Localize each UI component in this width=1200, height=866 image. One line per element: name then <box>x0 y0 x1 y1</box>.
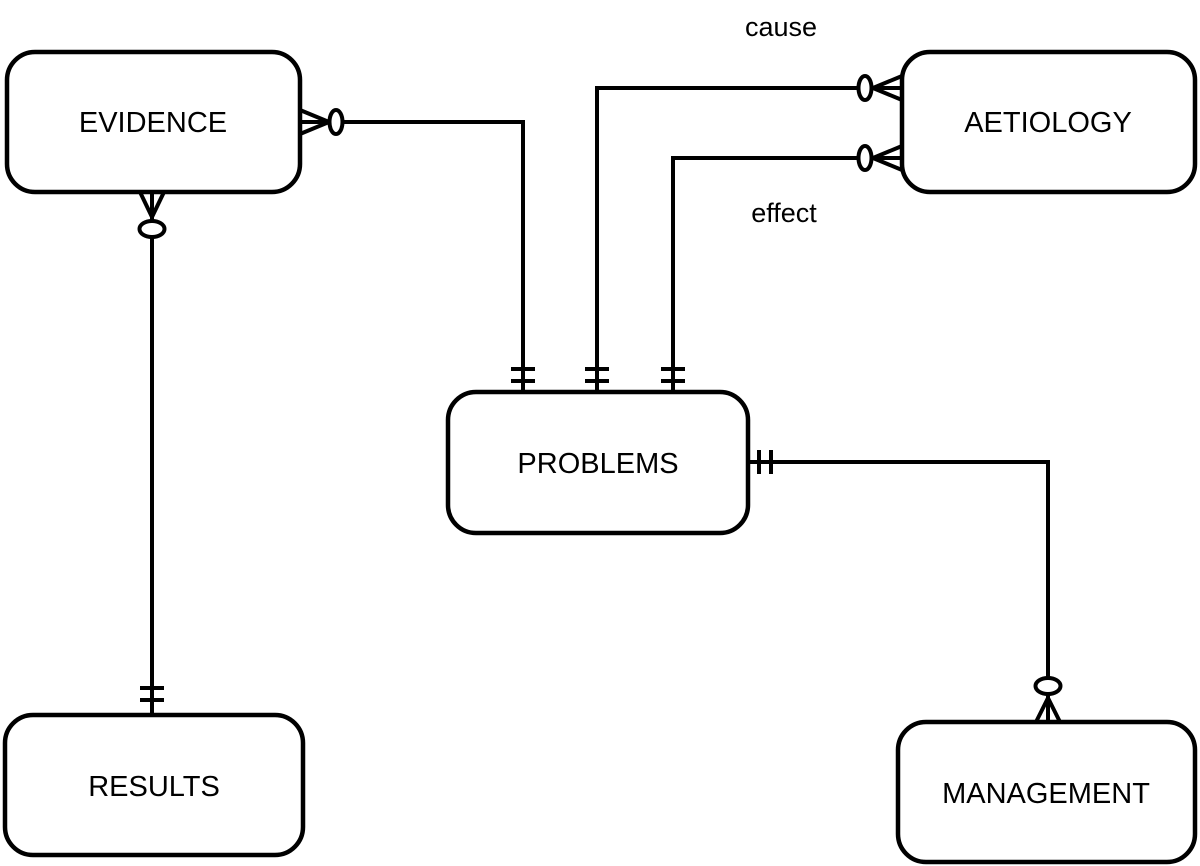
entity-management: MANAGEMENT <box>895 719 1198 865</box>
connector-evidence-problems <box>299 108 535 392</box>
entity-aetiology: AETIOLOGY <box>899 49 1198 195</box>
entity-aetiology-box[interactable] <box>899 49 1198 195</box>
many-marker-icon <box>299 108 330 136</box>
connector-problems-management <box>748 450 1063 723</box>
connector-problems-aetiology-effect: effect <box>661 144 903 392</box>
entity-problems-box[interactable] <box>445 389 751 536</box>
one-one-marker-icon <box>140 686 164 702</box>
relationship-label-cause: cause <box>745 12 817 42</box>
many-marker-icon <box>872 74 903 102</box>
connector-evidence-problems-line <box>300 120 525 392</box>
connector-effect-line <box>671 156 902 392</box>
zero-marker-icon <box>327 108 345 136</box>
zero-marker-icon <box>137 219 167 239</box>
connector-cause-line <box>595 86 902 392</box>
entity-evidence-label: EVIDENCE <box>79 107 227 139</box>
connector-evidence-results <box>137 191 167 715</box>
many-marker-icon <box>872 144 903 172</box>
relationship-label-effect: effect <box>751 198 817 228</box>
entity-results-box[interactable] <box>2 712 306 858</box>
connector-problems-management-line <box>748 460 1050 722</box>
entity-evidence: EVIDENCE <box>4 49 303 195</box>
entity-problems: PROBLEMS <box>445 389 751 536</box>
one-one-marker-icon <box>511 367 535 383</box>
zero-marker-icon <box>856 144 874 172</box>
zero-marker-icon <box>856 74 874 102</box>
one-one-marker-icon <box>585 367 609 383</box>
entity-evidence-box[interactable] <box>4 49 303 195</box>
zero-marker-icon <box>1033 676 1063 696</box>
many-marker-icon <box>138 191 166 218</box>
entity-aetiology-label: AETIOLOGY <box>964 107 1132 139</box>
entity-management-label: MANAGEMENT <box>942 778 1150 810</box>
entity-results: RESULTS <box>2 712 306 858</box>
one-one-marker-icon <box>757 450 773 474</box>
one-one-marker-icon <box>661 367 685 383</box>
entity-problems-label: PROBLEMS <box>517 448 678 480</box>
connector-problems-aetiology-cause: cause <box>585 12 903 392</box>
many-marker-icon <box>1034 697 1062 723</box>
entity-results-label: RESULTS <box>88 771 220 803</box>
entity-management-box[interactable] <box>895 719 1198 865</box>
